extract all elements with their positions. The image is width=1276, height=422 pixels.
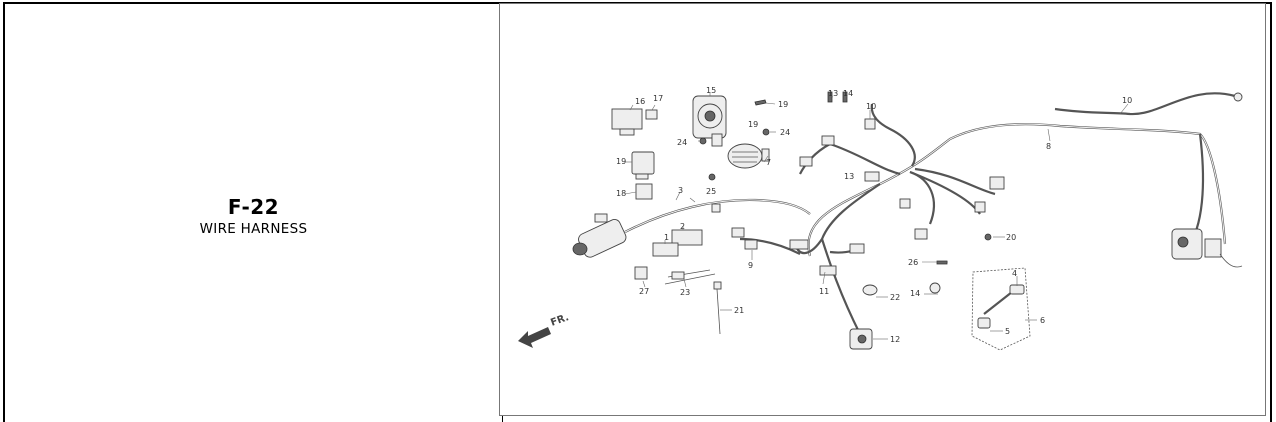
callout-8: 8 bbox=[1046, 142, 1051, 151]
callout-13a: 13 bbox=[828, 89, 838, 98]
callout-19c: 19 bbox=[748, 120, 758, 129]
tie-21 bbox=[713, 281, 722, 335]
ring-terminal bbox=[1233, 92, 1243, 102]
callout-12: 12 bbox=[890, 335, 900, 344]
relay-18 bbox=[635, 183, 653, 200]
callout-24a: 24 bbox=[780, 128, 790, 137]
callout-24b: 24 bbox=[677, 138, 687, 147]
callout-9: 9 bbox=[748, 261, 753, 270]
callout-15: 15 bbox=[706, 86, 716, 95]
relay-16 bbox=[611, 108, 658, 136]
callout-2: 2 bbox=[680, 222, 685, 231]
callout-17: 17 bbox=[653, 94, 663, 103]
callout-19a: 19 bbox=[616, 157, 626, 166]
callout-7: 7 bbox=[766, 158, 771, 167]
callout-3: 3 bbox=[678, 186, 683, 195]
relay-19 bbox=[631, 151, 655, 180]
bolts bbox=[699, 91, 992, 296]
callout-27: 27 bbox=[639, 287, 649, 296]
callout-14b: 14 bbox=[910, 289, 920, 298]
callout-1: 1 bbox=[664, 233, 669, 242]
cable-10-top bbox=[1054, 92, 1243, 116]
modules-1-2 bbox=[652, 229, 703, 257]
callout-6: 6 bbox=[1040, 316, 1045, 325]
callout-13b: 13 bbox=[844, 172, 854, 181]
leader-lines bbox=[624, 92, 1129, 340]
callout-22: 22 bbox=[890, 293, 900, 302]
callout-26: 26 bbox=[908, 258, 918, 267]
callout-16: 16 bbox=[635, 97, 645, 106]
cable-3 bbox=[624, 198, 811, 233]
ignition-switch-part bbox=[572, 213, 627, 258]
fuse-box-7 bbox=[727, 143, 770, 169]
exploded-view-svg: FR. 16 17 19 18 3 15 bbox=[518, 86, 1243, 351]
callout-11: 10 bbox=[866, 102, 876, 111]
callout-25: 25 bbox=[706, 187, 716, 196]
callout-4: 4 bbox=[1012, 269, 1017, 278]
front-arrow: FR. bbox=[518, 312, 570, 348]
clamp-23 bbox=[664, 269, 716, 285]
callout-18: 18 bbox=[616, 189, 626, 198]
callout-14a: 14 bbox=[843, 89, 853, 98]
harness-connectors bbox=[711, 118, 1005, 276]
section-title-panel: F-22 WIRE HARNESS bbox=[5, 4, 503, 422]
callout-10b: 11 bbox=[819, 287, 829, 296]
front-marker-label: FR. bbox=[549, 312, 570, 329]
callout-10a: 10 bbox=[1122, 96, 1132, 105]
connector-27 bbox=[634, 266, 648, 280]
callout-19b: 19 bbox=[778, 100, 788, 109]
regulator-12 bbox=[849, 328, 873, 350]
part-6-detail-box bbox=[971, 267, 1031, 351]
section-name: WIRE HARNESS bbox=[199, 221, 308, 237]
starter-relay bbox=[1171, 228, 1243, 268]
callout-21: 21 bbox=[734, 306, 744, 315]
callout-5: 5 bbox=[1005, 327, 1010, 336]
wire-harness-diagram: FR. 16 17 19 18 3 15 bbox=[499, 3, 1266, 416]
callout-23: 23 bbox=[680, 288, 690, 297]
callout-20: 20 bbox=[1006, 233, 1016, 242]
section-code: F-22 bbox=[227, 195, 280, 219]
callout-labels: 16 17 19 18 3 15 19 19 24 24 7 25 2 1 9 … bbox=[616, 86, 1132, 344]
horn-15 bbox=[692, 95, 727, 147]
main-harness bbox=[739, 103, 1227, 335]
